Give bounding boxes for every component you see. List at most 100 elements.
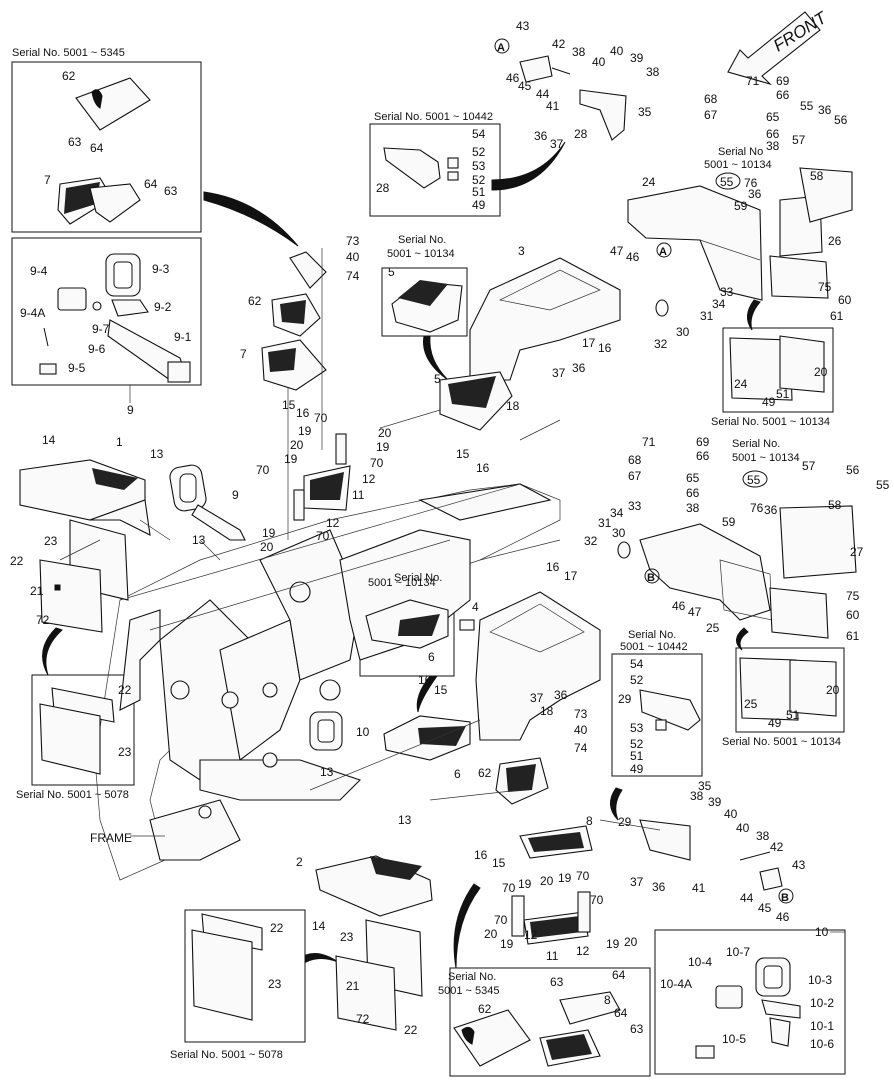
circled-55-upper: 55 <box>715 172 741 190</box>
part-number-callout: 19 <box>558 871 572 885</box>
part-number-callout: 38 <box>756 829 770 843</box>
part-62-8-lh-steps <box>495 757 593 945</box>
part-number-callout: 70 <box>316 529 330 543</box>
svg-text:A: A <box>659 246 667 258</box>
part-number-callout: 31 <box>598 516 612 530</box>
part-number-callout: 38 <box>686 501 700 515</box>
part-number-callout: 38 <box>646 65 660 79</box>
part-number-callout: 2 <box>296 855 303 869</box>
part-number-callout: 66 <box>696 449 710 463</box>
part-number-callout: 9-4A <box>20 306 45 320</box>
part-number-callout: 13 <box>192 533 206 547</box>
inset9-parts <box>39 253 191 383</box>
part-number-callout: 44 <box>740 891 754 905</box>
part-number-callout: 59 <box>734 199 748 213</box>
front-direction-arrow: FRONT <box>727 7 831 86</box>
part-number-callout: 70 <box>314 411 328 425</box>
part-number-callout: 40 <box>574 723 588 737</box>
part-number-callout: 59 <box>722 515 736 529</box>
part-number-callout: 66 <box>776 88 790 102</box>
callout-arrow-9 <box>453 883 481 969</box>
inset10-parts <box>695 957 801 1059</box>
part-number-callout: 68 <box>704 92 718 106</box>
part-number-callout: 76 <box>750 501 764 515</box>
part-number-callout: 75 <box>818 280 832 294</box>
serial-label: Serial No. 5001 ~ 5078 <box>16 789 129 801</box>
part-number-callout: 51 <box>786 708 800 722</box>
center-step-11 <box>293 433 351 521</box>
inset-steps-lh-5345 <box>449 967 651 1077</box>
part-number-callout: 65 <box>766 110 780 124</box>
part-number-callout: 51 <box>630 749 644 763</box>
part-number-callout: 62 <box>248 294 262 308</box>
part-number-callout: 10 <box>356 725 370 739</box>
svg-text:55: 55 <box>720 175 734 189</box>
part-number-callout: 51 <box>472 185 486 199</box>
front-label: FRONT <box>770 7 831 55</box>
inset-flap-lh-parts <box>191 913 263 1021</box>
part-number-callout: 49 <box>630 762 644 776</box>
part-number-callout: 63 <box>550 975 564 989</box>
part-number-callout: 73 <box>346 234 360 248</box>
part-number-callout: 39 <box>708 795 722 809</box>
part-number-callout: 15 <box>456 447 470 461</box>
part-number-callout: 19 <box>606 937 620 951</box>
part-number-callout: 21 <box>346 979 360 993</box>
part-number-callout: 24 <box>642 175 656 189</box>
inset-steps-lh-parts <box>453 991 621 1067</box>
part-number-callout: 10-4A <box>660 977 692 991</box>
serial-label: 5001 ~ 10134 <box>368 577 436 589</box>
part-number-callout: 38 <box>766 139 780 153</box>
serial-label: Serial No. 5001 ~ 10134 <box>722 736 841 748</box>
part-number-callout: 10-6 <box>810 1037 834 1051</box>
part-number-callout: 14 <box>42 433 56 447</box>
part-24-fender-upper <box>627 167 853 317</box>
part-number-callout: 13 <box>398 813 412 827</box>
part-number-callout: 22 <box>270 921 284 935</box>
part-number-callout: 20 <box>290 438 304 452</box>
callout-arrow-4 <box>747 299 761 331</box>
part-number-callout: 33 <box>628 499 642 513</box>
part-number-callout: 23 <box>44 534 58 548</box>
part-number-callout: 39 <box>630 51 644 65</box>
part-number-callout: 49 <box>472 198 486 212</box>
part-number-callout: 29 <box>618 815 632 829</box>
part-number-callout: 16 <box>418 673 432 687</box>
part-number-callout: 70 <box>370 456 384 470</box>
part-number-callout: 24 <box>734 377 748 391</box>
inset-bracket-10442 <box>369 123 501 217</box>
part-number-callout: 5 <box>388 265 395 279</box>
part-number-callout: 19 <box>500 937 514 951</box>
part-number-callout: 27 <box>850 545 864 559</box>
part-number-callout: 41 <box>546 99 560 113</box>
part-number-callout: 10-2 <box>810 996 834 1010</box>
part-number-callout: 7 <box>44 173 51 187</box>
serial-label: Serial No. <box>628 629 676 641</box>
part-number-callout: 40 <box>592 55 606 69</box>
serial-label: Serial No. <box>732 438 780 450</box>
part-number-callout: 23 <box>340 930 354 944</box>
part-number-callout: 23 <box>118 745 132 759</box>
part-number-callout: 70 <box>576 869 590 883</box>
part-number-callout: 72 <box>356 1012 370 1026</box>
part-number-callout: 22 <box>404 1023 418 1037</box>
part-number-callout: 56 <box>834 113 848 127</box>
part-number-callout: 62 <box>478 1002 492 1016</box>
inset-group-9 <box>11 237 202 386</box>
part-number-callout: 9-6 <box>88 342 106 356</box>
part-number-callout: 33 <box>720 285 734 299</box>
part-number-callout: 22 <box>118 683 132 697</box>
circled-55-lower: 55 <box>742 470 768 488</box>
inset-group-10 <box>654 929 846 1075</box>
serial-label: Serial No. 5001 ~ 5078 <box>170 1049 283 1061</box>
part-number-callout: 52 <box>472 173 486 187</box>
part-number-callout: 46 <box>626 250 640 264</box>
part-number-callout: 64 <box>612 968 626 982</box>
part-number-callout: 61 <box>830 309 844 323</box>
serial-label: Serial No. <box>398 234 446 246</box>
part-number-callout: 63 <box>68 135 82 149</box>
part-number-callout: 25 <box>706 621 720 635</box>
part-number-callout: 25 <box>744 697 758 711</box>
